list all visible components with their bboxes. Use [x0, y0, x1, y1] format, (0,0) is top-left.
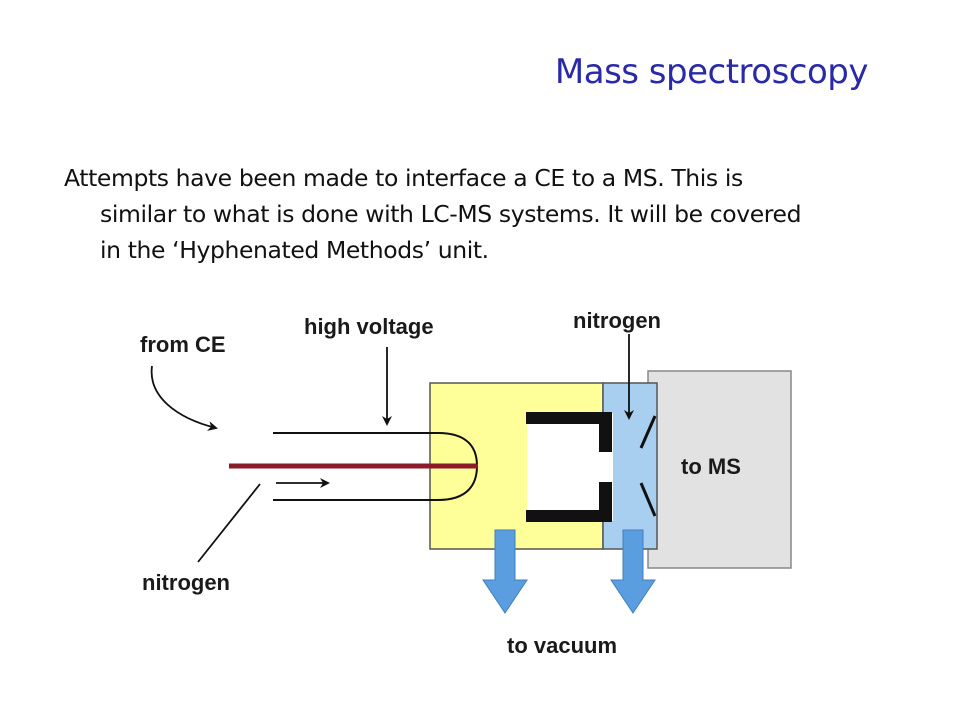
vacuum-arrow-right — [610, 529, 656, 614]
label-to-vacuum: to vacuum — [507, 633, 617, 658]
label-nitrogen-bottom: nitrogen — [142, 570, 230, 595]
ms-block — [647, 370, 792, 569]
lower-skimmer-electrode — [526, 482, 612, 522]
label-high-voltage: high voltage — [304, 314, 434, 339]
slide-title: Mass spectroscopy — [554, 52, 869, 92]
label-to-ms: to MS — [681, 454, 741, 479]
label-from-ce: from CE — [140, 332, 226, 357]
from-ce-arrow — [150, 365, 218, 431]
upper-skimmer-electrode — [526, 412, 612, 452]
orifice-plate-lower — [639, 482, 657, 517]
inner-cavity — [527, 413, 613, 521]
body-paragraph: Attempts have been made to interface a C… — [64, 160, 904, 268]
orifice-plate-upper — [639, 415, 657, 449]
label-nitrogen-top: nitrogen — [573, 308, 661, 333]
vacuum-arrow-left — [482, 529, 528, 614]
body-line-1: Attempts have been made to interface a C… — [64, 164, 743, 192]
nitrogen-pointer-line — [197, 483, 261, 563]
body-line-2: similar to what is done with LC-MS syste… — [100, 200, 802, 228]
body-line-3: in the ‘Hyphenated Methods’ unit. — [100, 236, 489, 264]
